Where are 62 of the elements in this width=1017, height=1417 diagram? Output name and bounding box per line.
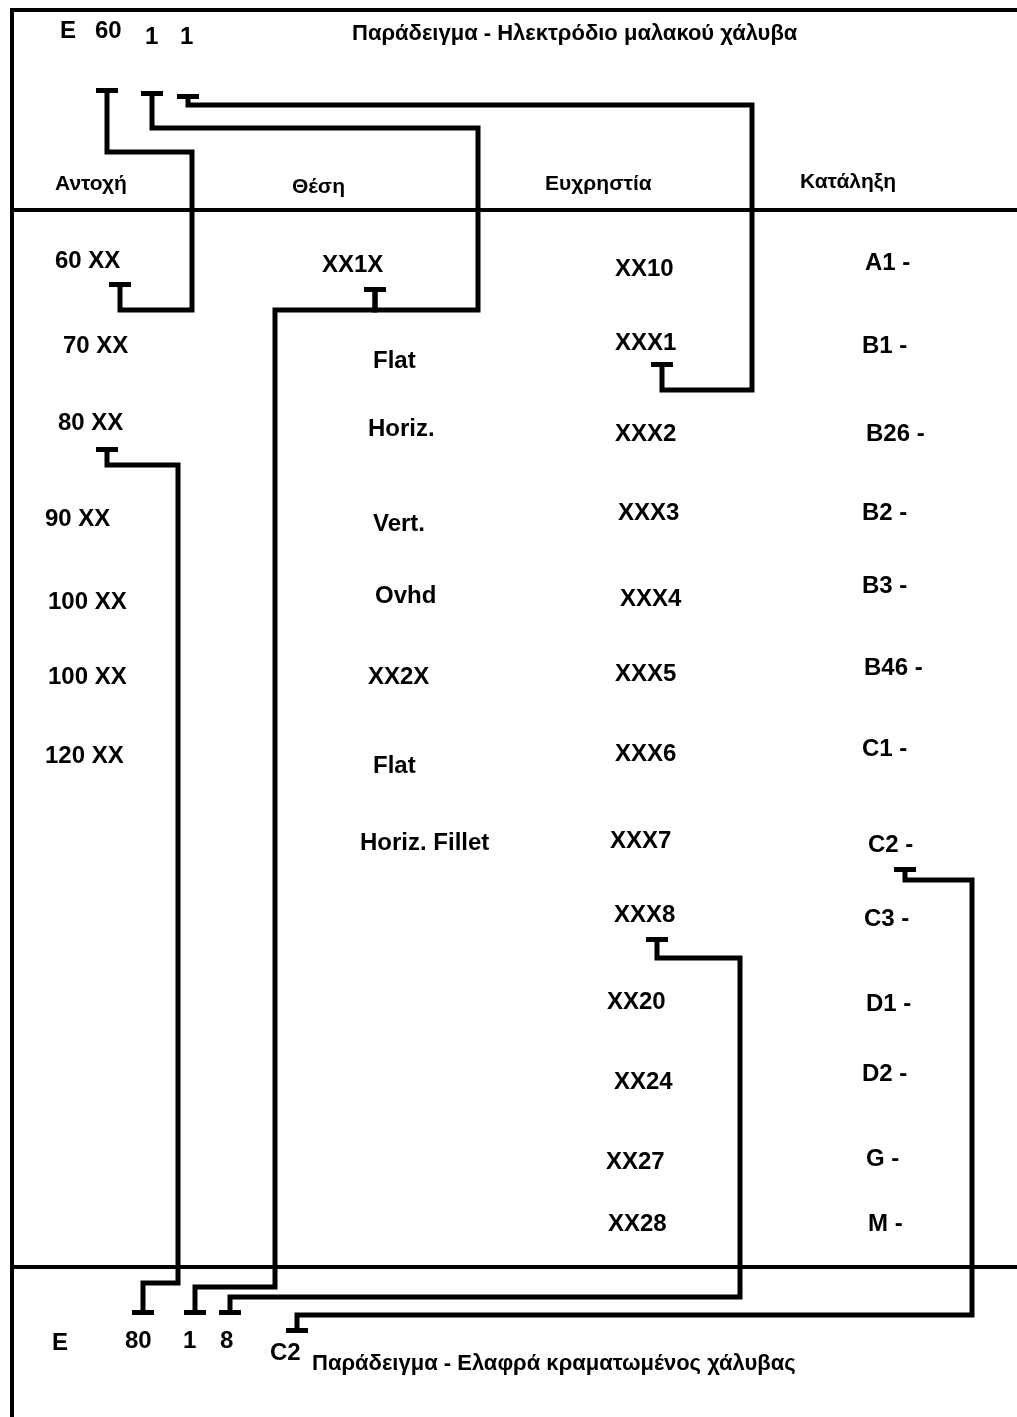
code-text: XX27	[606, 1149, 665, 1173]
code-text: XXX8	[614, 902, 676, 926]
code-text: XXX4	[620, 586, 682, 610]
code-text: 100 XX	[48, 664, 127, 688]
code-text: XXX1	[615, 330, 677, 354]
code-text: XXX3	[618, 500, 680, 524]
code-text: 120 XX	[45, 743, 124, 767]
code-text: Horiz. Fillet	[360, 830, 490, 854]
code-text: B46 -	[864, 655, 923, 679]
connector-line	[286, 867, 975, 1333]
code-text: B1 -	[862, 333, 908, 357]
connector-line	[141, 91, 481, 313]
code-text: Vert.	[373, 511, 426, 535]
code-text: 1	[145, 24, 159, 48]
connector-line	[96, 447, 181, 1315]
code-text: E	[52, 1330, 68, 1354]
code-text: Horiz.	[368, 416, 435, 440]
column-header: Ευχρηστία	[545, 172, 652, 193]
code-text: D1 -	[866, 991, 912, 1015]
column-header: Κατάληξη	[800, 170, 896, 191]
code-text: 60 XX	[55, 248, 121, 272]
code-text: Flat	[373, 753, 416, 777]
code-text: D2 -	[862, 1061, 908, 1085]
code-text: C2 -	[868, 832, 914, 856]
code-text: M -	[868, 1211, 903, 1235]
code-text: B26 -	[866, 421, 925, 445]
code-text: 80 XX	[58, 410, 124, 434]
code-text: XXX7	[610, 828, 672, 852]
code-text: XXX5	[615, 661, 677, 685]
code-text: G -	[866, 1146, 900, 1170]
code-text: C3 -	[864, 906, 910, 930]
code-text: 90 XX	[45, 506, 111, 530]
connector-line	[219, 937, 743, 1315]
code-text: XX1X	[322, 252, 384, 276]
code-text: Ovhd	[375, 583, 437, 607]
code-text: XX2X	[368, 664, 430, 688]
code-text: B3 -	[862, 573, 908, 597]
example-caption: Παράδειγμα - Ελαφρά κραματωμένος χάλυβας	[312, 1352, 796, 1374]
code-text: XX20	[607, 989, 666, 1013]
code-text: A1 -	[865, 250, 911, 274]
code-text: XX24	[614, 1069, 673, 1093]
code-text: XXX2	[615, 421, 677, 445]
column-header: Θέση	[292, 175, 345, 196]
code-text: 80	[125, 1328, 152, 1352]
code-text: Flat	[373, 348, 416, 372]
code-text: XX10	[615, 256, 674, 280]
connector-line	[96, 88, 195, 313]
code-text: XXX6	[615, 741, 677, 765]
code-text: XX28	[608, 1211, 667, 1235]
example-caption: Παράδειγμα - Ηλεκτρόδιο μαλακού χάλυβα	[352, 22, 798, 44]
code-text: C2	[270, 1340, 301, 1364]
code-text: E	[60, 18, 76, 42]
code-text: 1	[183, 1328, 197, 1352]
code-text: 70 XX	[63, 333, 129, 357]
code-text: B2 -	[862, 500, 908, 524]
code-text: C1 -	[862, 736, 908, 760]
connector-line	[177, 94, 755, 393]
code-text: 100 XX	[48, 589, 127, 613]
column-header: Αντοχή	[55, 172, 127, 193]
code-text: 8	[220, 1328, 234, 1352]
code-text: 60	[95, 18, 122, 42]
code-text: 1	[180, 24, 194, 48]
